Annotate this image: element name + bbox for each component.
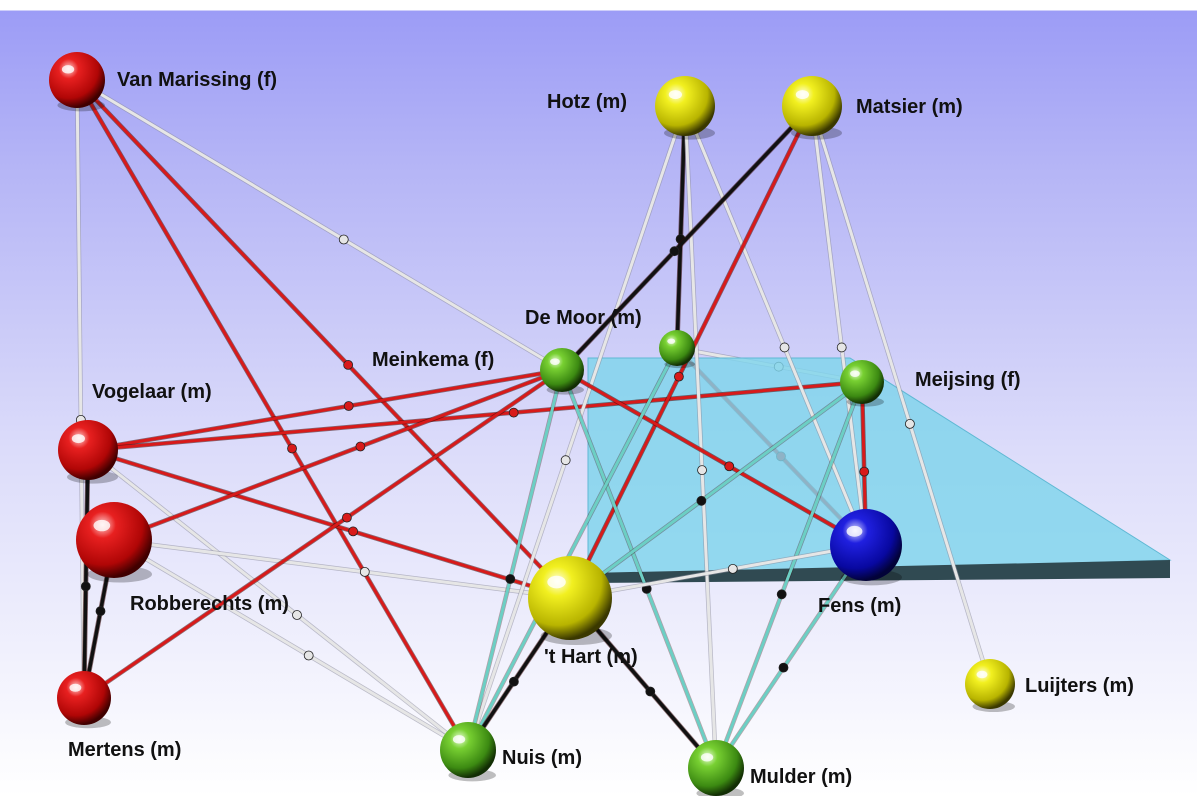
- edge-mertens-meinkema: [82, 368, 564, 700]
- node-label-meijsing: Meijsing (f): [915, 369, 1021, 391]
- node-label-hotz: Hotz (m): [547, 91, 627, 113]
- node-meinkema[interactable]: [540, 348, 584, 395]
- edge-meinkema-nuis: [465, 369, 565, 751]
- node-fens[interactable]: [830, 509, 903, 586]
- node-demoor[interactable]: [659, 330, 695, 369]
- node-label-robberechts: Robberechts (m): [130, 593, 289, 615]
- edge-vogelaar-meijsing: [87, 379, 863, 453]
- node-label-meinkema: Meinkema (f): [372, 349, 495, 371]
- node-label-mulder: Mulder (m): [750, 766, 853, 788]
- node-vogelaar[interactable]: [58, 420, 118, 484]
- edge-meijsing-mulder: [713, 381, 865, 769]
- edge-matsier-meinkema: [560, 104, 814, 372]
- node-matsier[interactable]: [782, 76, 842, 140]
- edge-matsier-luijters: [809, 105, 993, 685]
- node-label-vogelaar: Vogelaar (m): [92, 381, 212, 403]
- node-label-luijters: Luijters (m): [1025, 675, 1134, 697]
- edge-hotz-mulder: [682, 105, 719, 769]
- node-label-nuis: Nuis (m): [502, 747, 582, 769]
- edge-robberechts-nuis: [112, 538, 470, 752]
- node-vanmarissing[interactable]: [49, 52, 105, 112]
- edge-robberechts-thart: [113, 537, 571, 601]
- edge-vanmarissing-thart: [75, 78, 572, 600]
- node-label-demoor: De Moor (m): [525, 307, 642, 329]
- node-mulder[interactable]: [688, 740, 744, 796]
- node-nuis[interactable]: [440, 722, 497, 782]
- edge-meinkema-fens: [560, 368, 868, 547]
- edge-vogelaar-meinkema: [87, 367, 563, 453]
- edge-vanmarissing-nuis: [75, 78, 470, 752]
- edge-vogelaar-mertens: [80, 449, 91, 699]
- edge-vogelaar-nuis: [86, 448, 470, 752]
- edge-vanmarissing-meinkema: [75, 78, 564, 372]
- edge-thart-fens: [569, 542, 867, 601]
- edge-matsier-fens: [809, 105, 869, 546]
- node-thart[interactable]: [528, 556, 612, 646]
- edge-hotz-nuis: [465, 105, 688, 751]
- edge-fens-mulder: [714, 543, 868, 770]
- node-robberechts[interactable]: [76, 502, 152, 583]
- node-luijters[interactable]: [965, 659, 1015, 712]
- node-meijsing[interactable]: [840, 360, 884, 407]
- node-label-vanmarissing: Van Marissing (f): [117, 69, 278, 91]
- edge-robberechts-meinkema: [113, 367, 563, 543]
- edge-hotz-fens: [682, 105, 869, 546]
- node-label-mertens: Mertens (m): [68, 739, 182, 761]
- node-label-fens: Fens (m): [818, 595, 902, 617]
- edge-hotz-demoor: [674, 105, 688, 349]
- node-label-thart: 't Hart (m): [544, 646, 638, 668]
- edge-vogelaar-thart: [87, 447, 571, 601]
- node-label-matsier: Matsier (m): [856, 96, 963, 118]
- node-mertens[interactable]: [57, 671, 112, 729]
- edge-meijsing-thart: [568, 380, 864, 600]
- edge-meinkema-mulder: [559, 369, 719, 769]
- node-hotz[interactable]: [655, 76, 715, 140]
